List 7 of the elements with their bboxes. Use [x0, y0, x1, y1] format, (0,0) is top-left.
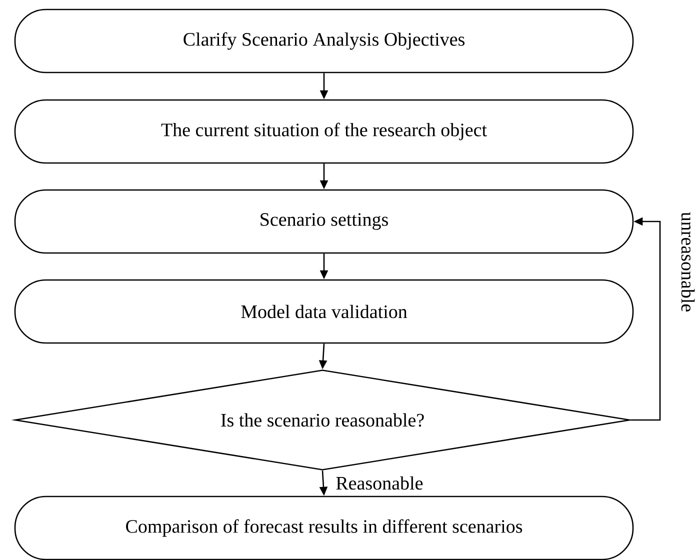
process-box: Comparison of forecast results in different scenarios — [14, 496, 634, 560]
edge-label: unreasonable — [680, 210, 696, 314]
process-box: Model data validation — [14, 279, 634, 344]
process-box: The current situation of the research object — [14, 99, 634, 164]
process-box: Clarify Scenario Analysis Objectives — [14, 8, 634, 74]
process-box: Scenario settings — [14, 189, 634, 254]
edge-label: Reasonable — [334, 475, 424, 491]
